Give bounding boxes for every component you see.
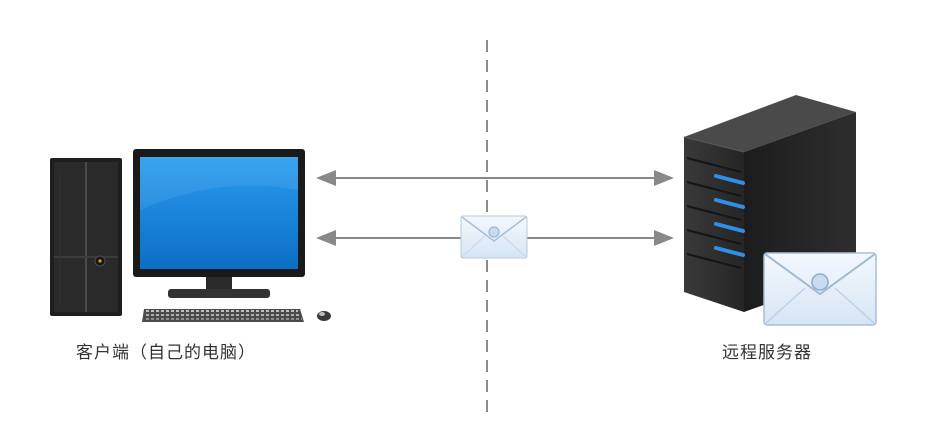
server-label: 远程服务器 (722, 343, 812, 363)
received-envelope-icon (763, 252, 877, 326)
keyboard-icon (142, 309, 304, 322)
desktop-computer-icon (50, 149, 331, 322)
client-label: 客户端（自己的电脑） (76, 343, 256, 363)
monitor-screen (140, 157, 298, 269)
server-status-lights (714, 174, 745, 257)
monitor-icon (133, 149, 305, 298)
pc-tower-icon (50, 158, 122, 316)
envelope-icon (460, 215, 528, 259)
mouse-icon (317, 311, 331, 321)
server-drive-bays (686, 157, 742, 269)
